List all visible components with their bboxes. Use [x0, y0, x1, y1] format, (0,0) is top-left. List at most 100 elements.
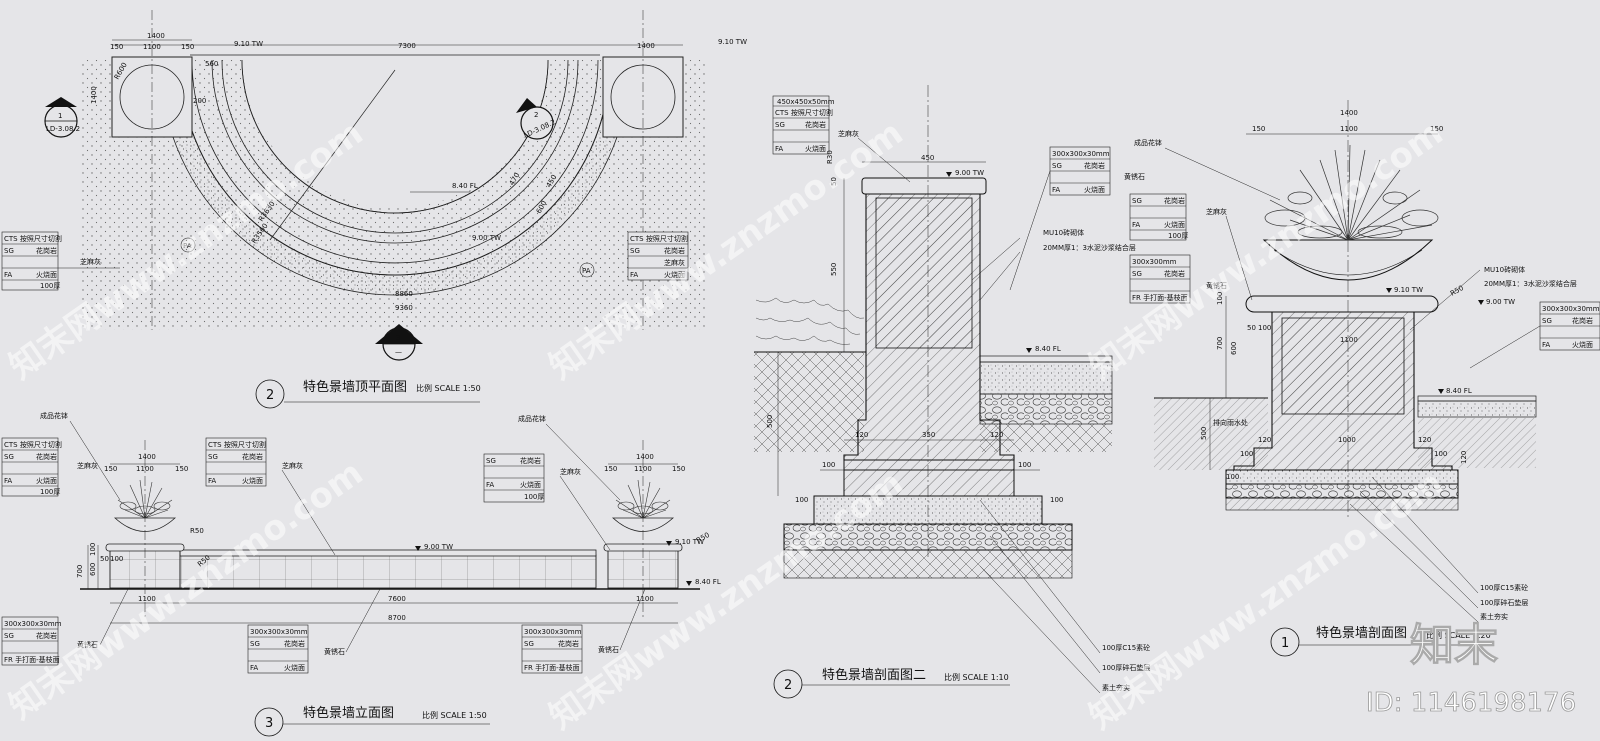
sec2-grass — [755, 297, 865, 345]
section1-view: 1400 150 1100 150 700 600 50 100 100 110… — [1129, 100, 1600, 657]
svg-text:火烧面: 火烧面 — [1084, 185, 1105, 194]
svg-text:100: 100 — [1050, 496, 1063, 504]
sec1-callout-2: 300x300mm SG 花岗岩 FR 手打面-基枝面 黄锈石 — [1129, 254, 1227, 304]
svg-text:SG: SG — [250, 640, 260, 648]
sec1-bottom-note-1: 100厚C15素砼 — [1480, 583, 1528, 592]
plan-dim-200: 200 — [193, 97, 206, 105]
svg-text:R50: R50 — [190, 527, 204, 535]
svg-text:700: 700 — [1216, 337, 1224, 350]
svg-text:SG: SG — [1052, 162, 1062, 170]
svg-text:120: 120 — [1258, 436, 1271, 444]
svg-text:9.00 TW: 9.00 TW — [424, 543, 453, 551]
svg-text:花岗岩: 花岗岩 — [664, 246, 685, 255]
svg-text:2: 2 — [784, 678, 792, 693]
sec2-cap — [861, 177, 987, 195]
svg-text:120: 120 — [1460, 451, 1468, 464]
elev-title-block: 3 特色景墙立面图 比例 SCALE 1:50 — [254, 705, 490, 737]
svg-text:火烧面: 火烧面 — [1164, 220, 1185, 229]
plan-dim-8860: 8860 — [395, 290, 413, 298]
sec1-callout-3: 300x300x30mm SG 花岗岩 FA 火烧面 — [1469, 301, 1600, 369]
svg-text:火烧面: 火烧面 — [36, 270, 57, 279]
svg-text:火烧面: 火烧面 — [242, 476, 263, 485]
svg-text:R30: R30 — [826, 150, 834, 164]
svg-text:花岗岩: 花岗岩 — [558, 639, 579, 648]
plan-dim-560: 560 — [205, 60, 218, 68]
svg-text:花岗岩: 花岗岩 — [36, 631, 57, 640]
section2-view: 450 50 550 500 120 350 120 100 100 100 1… — [754, 85, 1150, 699]
svg-text:8.40 FL: 8.40 FL — [695, 578, 721, 586]
svg-text:FA: FA — [486, 481, 494, 489]
svg-text:花岗岩: 花岗岩 — [36, 452, 57, 461]
sec2-title: 特色景墙剖面图二 — [822, 667, 926, 683]
svg-text:芝麻灰: 芝麻灰 — [77, 461, 98, 470]
svg-text:600: 600 — [1230, 342, 1238, 355]
svg-text:FA: FA — [208, 477, 216, 485]
elev-callout-1: CTS 按照尺寸切割 SG 花岗岩 FA 火烧面 100厚 芝麻灰 — [1, 437, 98, 497]
svg-text:500: 500 — [1200, 427, 1208, 440]
svg-text:100: 100 — [1018, 461, 1031, 469]
svg-text:1400: 1400 — [138, 453, 156, 461]
svg-text:火烧面: 火烧面 — [664, 270, 685, 279]
svg-text:8.40 FL: 8.40 FL — [1035, 345, 1061, 353]
svg-text:120: 120 — [1418, 436, 1431, 444]
svg-text:1: 1 — [58, 112, 62, 120]
svg-text:150: 150 — [1430, 125, 1443, 133]
plan-dim-150b: 150 — [181, 43, 194, 51]
svg-text:CTS 按照尺寸切割: CTS 按照尺寸切割 — [4, 440, 62, 449]
svg-text:500: 500 — [766, 415, 774, 428]
plan-wall-ring-4 — [221, 59, 569, 234]
plan-dim-9360: 9360 — [395, 304, 413, 312]
elev-title: 特色景墙立面图 — [303, 705, 394, 721]
svg-text:芝麻灰: 芝麻灰 — [1206, 207, 1227, 216]
elev-pot-left — [113, 517, 177, 532]
svg-text:花岗岩: 花岗岩 — [1572, 316, 1593, 325]
svg-text:R50: R50 — [1449, 284, 1465, 298]
svg-text:300x300x30mm: 300x300x30mm — [1052, 150, 1110, 158]
plan-dim-1400b: 1400 — [637, 42, 655, 50]
sec2-note-2: 20MM厚1：3水泥沙浆结合层 — [1043, 243, 1136, 252]
svg-text:1100: 1100 — [1340, 336, 1358, 344]
svg-text:LD-3.08.2: LD-3.08.2 — [46, 125, 80, 133]
sec2-title-block: 2 特色景墙剖面图二 比例 SCALE 1:10 — [773, 667, 1010, 699]
svg-text:3: 3 — [396, 334, 400, 342]
svg-text:FA: FA — [1542, 341, 1550, 349]
sec2-note-1: MU10砖砌体 — [1043, 228, 1084, 237]
svg-text:FA: FA — [775, 145, 783, 153]
svg-text:成品花钵: 成品花钵 — [1134, 138, 1162, 147]
svg-text:100: 100 — [110, 555, 123, 563]
svg-text:150: 150 — [1252, 125, 1265, 133]
svg-text:9.00 TW: 9.00 TW — [1486, 298, 1515, 306]
sec2-scale: 比例 SCALE 1:10 — [944, 672, 1009, 682]
svg-text:SG: SG — [4, 453, 14, 461]
plan-left-material: 芝麻灰 — [80, 257, 101, 266]
svg-text:50: 50 — [830, 177, 838, 186]
sec2-bottom-note-2: 100厚碎石垫层 — [1102, 663, 1150, 672]
sec1-plant — [1264, 144, 1439, 241]
svg-text:FA: FA — [250, 664, 258, 672]
svg-text:300x300x30mm: 300x300x30mm — [1542, 305, 1600, 313]
image-id-text: ID: 1146198176 — [1366, 688, 1576, 718]
plan-title-block: 2 特色景墙顶平面图 比例 SCALE 1:50 — [255, 379, 481, 409]
sec1-title-block: 1 特色景墙剖面图 比例 SCALE 1:20 — [1270, 625, 1491, 657]
svg-text:黄锈石: 黄锈石 — [77, 640, 98, 649]
svg-text:1: 1 — [1281, 636, 1289, 651]
svg-text:SG: SG — [4, 247, 14, 255]
svg-text:450x450x50mm: 450x450x50mm — [777, 98, 835, 106]
svg-text:芝麻灰: 芝麻灰 — [282, 461, 303, 470]
section-marker-3[interactable]: 3 — — [375, 324, 423, 361]
brand-logo-text: 知末 — [1410, 620, 1498, 671]
section-marker-2[interactable]: 2 LD-3.08.2 — [516, 98, 557, 140]
svg-text:300x300x30mm: 300x300x30mm — [4, 620, 62, 628]
svg-text:100: 100 — [1258, 324, 1271, 332]
elevation-view: 1400 150 1100 150 1400 150 1100 150 1100… — [1, 411, 721, 737]
plan-wall-ring-outer — [179, 59, 611, 276]
svg-text:150: 150 — [104, 465, 117, 473]
svg-text:FR 手打面-基枝面: FR 手打面-基枝面 — [1132, 293, 1188, 302]
sec2-top-callout: 450x450x50mm CTS 按照尺寸切割 SG 花岗岩 FA 火烧面 芝麻… — [772, 95, 911, 183]
svg-text:—: — — [395, 348, 402, 356]
svg-text:黄锈石: 黄锈石 — [1124, 172, 1145, 181]
svg-text:1400: 1400 — [636, 453, 654, 461]
section-marker-1[interactable]: 1 LD-3.08.2 — [44, 97, 80, 138]
plan-title: 特色景墙顶平面图 — [303, 379, 407, 395]
svg-text:FA: FA — [630, 271, 638, 279]
